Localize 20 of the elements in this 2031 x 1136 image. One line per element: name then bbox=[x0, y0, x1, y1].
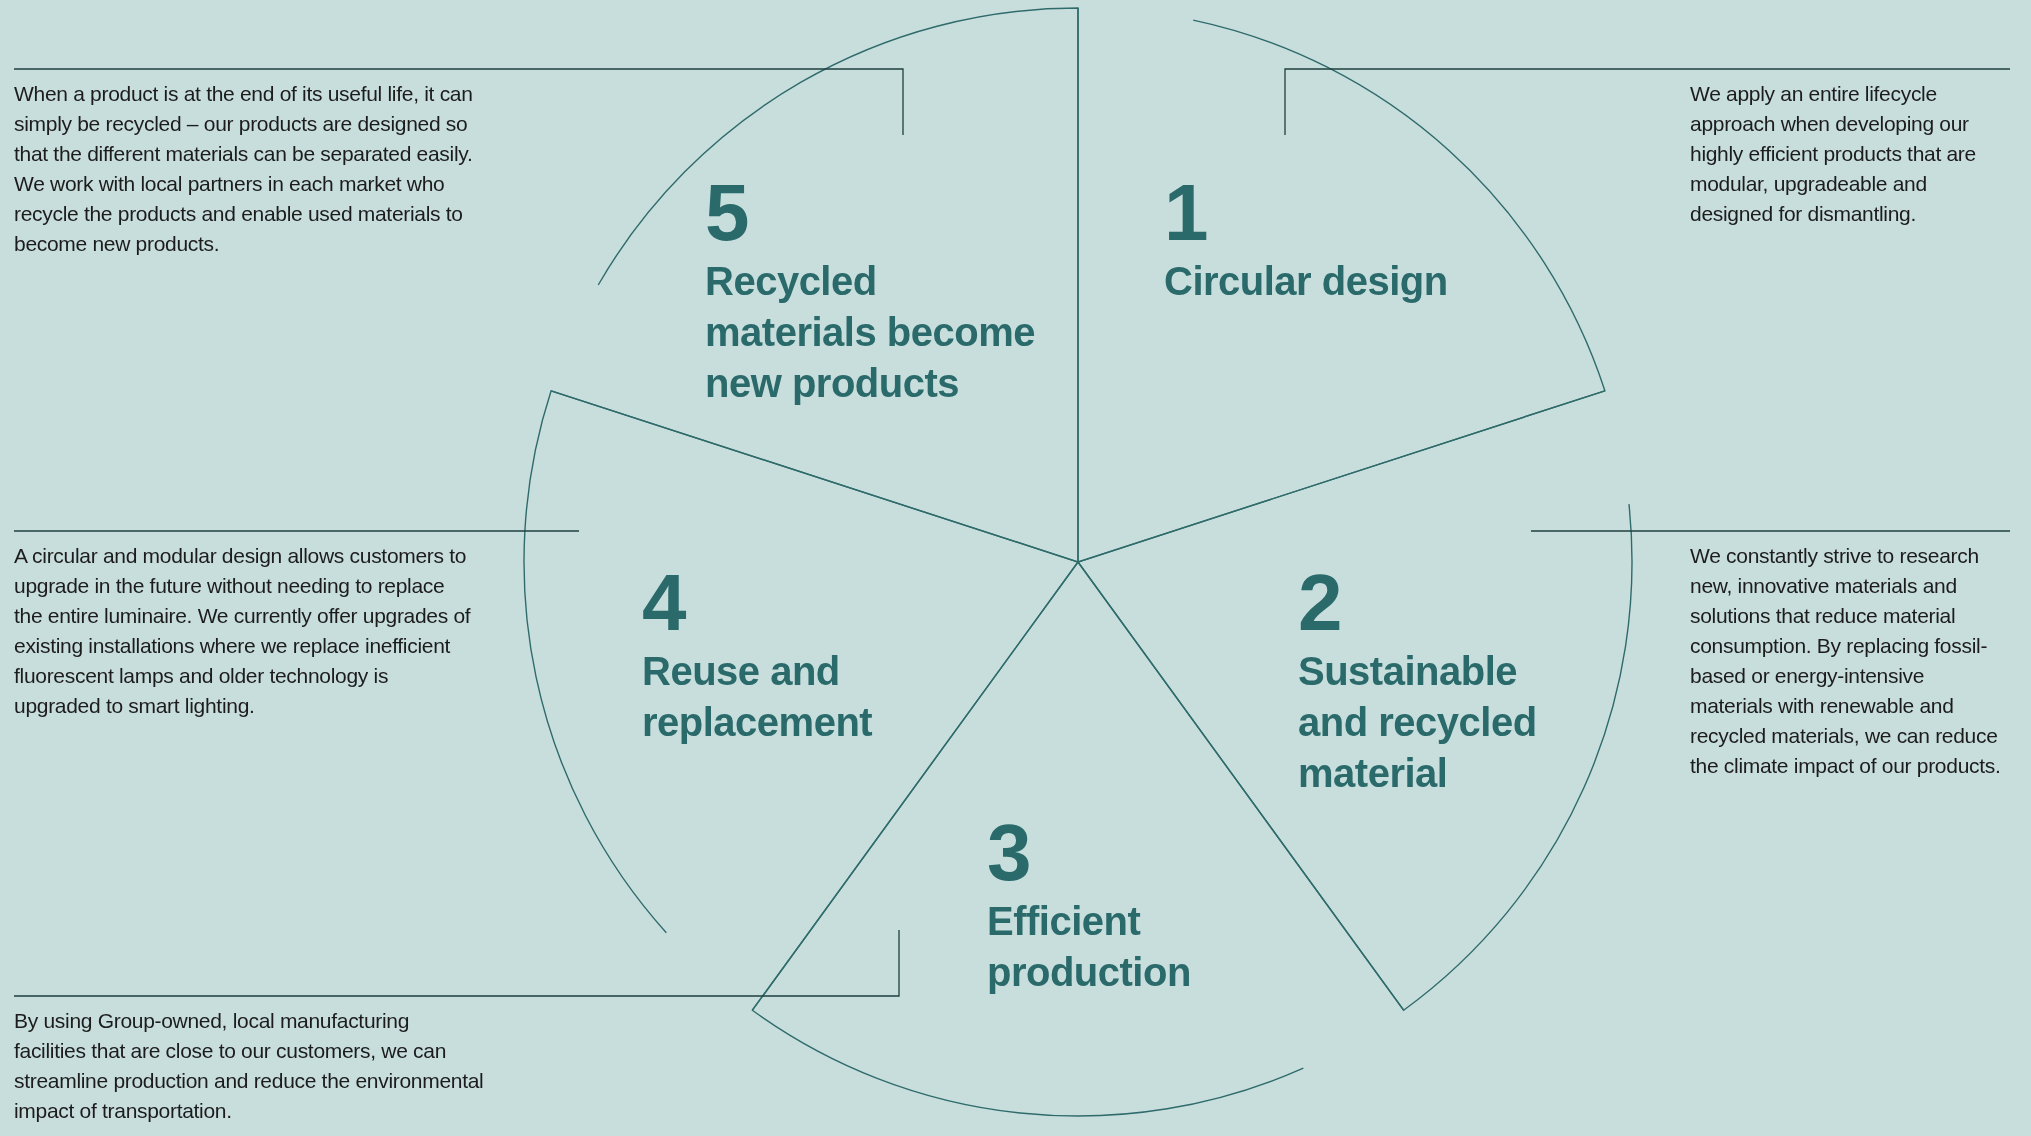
leader-line bbox=[13, 68, 904, 136]
leader-line bbox=[1284, 68, 2011, 136]
description-text: A circular and modular design allows customers to upgrade in the future without needing to replace the entire luminaire. We currently offer upgrades of existing installations where we replace inefficient fluorescent lamps and older technology is upgraded to smart lighting. bbox=[14, 543, 472, 719]
step-number: 4 bbox=[642, 560, 686, 646]
leader-line bbox=[1530, 530, 2011, 532]
description-text: We apply an entire lifecycle approach when developing our highly efficient products that are modular, upgradeable and designed for dismantling. bbox=[1690, 81, 1977, 227]
step-title: Circular design bbox=[1164, 258, 1449, 305]
step-number: 2 bbox=[1298, 560, 1342, 646]
step-title: Recycled materials become new products bbox=[705, 258, 1036, 407]
leader-line bbox=[13, 929, 900, 997]
description-text: When a product is at the end of its useful life, it can simply be recycled – our products are designed so that the different materials can be separated easily. We work with local partners in each market who recycle the products and enable used materials to become new products. bbox=[14, 81, 474, 257]
step-number: 5 bbox=[705, 170, 749, 256]
step-title: Efficient production bbox=[987, 898, 1192, 996]
step-number: 3 bbox=[987, 810, 1031, 896]
step-title: Sustainable and recycled material bbox=[1298, 648, 1538, 797]
step-title: Reuse and replacement bbox=[642, 648, 874, 746]
step-number: 1 bbox=[1164, 170, 1208, 256]
leader-line bbox=[13, 530, 580, 532]
description-text: We constantly strive to research new, innovative materials and solutions that reduce material consumption. By replacing fossil-based or energy-intensive materials with renewable and recycled materials, we can reduce the climate impact of our products. bbox=[1690, 543, 2002, 779]
description-text: By using Group-owned, local manufacturing facilities that are close to our customers, we can streamline production and reduce the environmental impact of transportation. bbox=[14, 1008, 484, 1124]
